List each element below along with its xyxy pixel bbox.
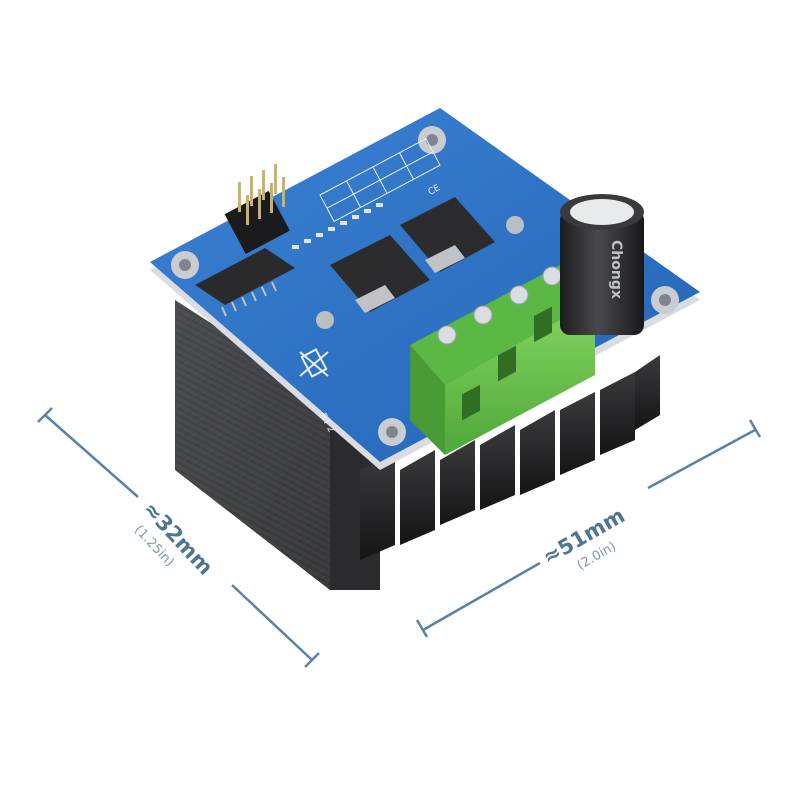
pin-header: [224, 164, 290, 255]
silkscreen-pin-table: [319, 137, 441, 223]
capacitor: Chongx: [560, 194, 644, 335]
driver-ic: [195, 248, 295, 317]
dimension-height: [37, 407, 320, 668]
smd-components: [292, 203, 383, 249]
heatsink: [175, 300, 660, 590]
capacitor-brand-label: Chongx: [608, 240, 624, 299]
terminal-block: [410, 265, 595, 455]
pcb-board: [150, 108, 700, 470]
bridge-chip-2: [400, 197, 495, 273]
bridge-chip-1: [330, 235, 430, 313]
weee-icon: [299, 348, 329, 378]
dimension-width: [415, 419, 762, 638]
